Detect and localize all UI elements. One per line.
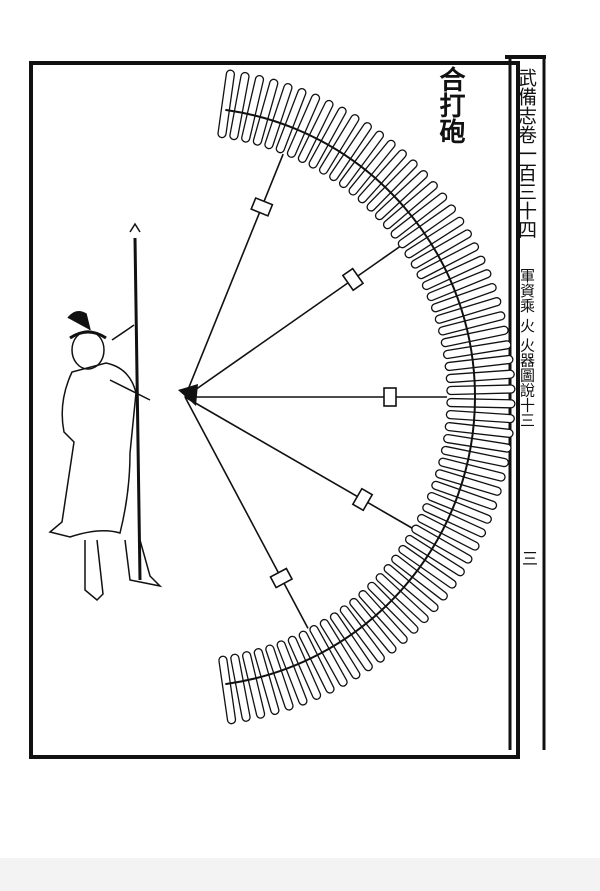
section-label: 軍資乘 火 火器圖說十三 — [518, 268, 536, 428]
rocket-tube — [443, 433, 512, 453]
fuse-lines — [184, 153, 447, 629]
rocket-tube — [367, 581, 419, 634]
rocket-tube — [416, 242, 480, 280]
rocket-tube — [404, 534, 465, 577]
rocket-tube — [416, 513, 480, 551]
rocket-tube-arc — [217, 69, 516, 725]
rocket-tube — [218, 655, 237, 725]
rocket-tube — [410, 229, 472, 269]
rocket-tube — [404, 216, 465, 259]
rocket-tube — [375, 573, 429, 624]
rocket-tube — [319, 618, 361, 680]
cannon — [351, 487, 374, 512]
rocket-tube — [383, 564, 439, 613]
rocket-tube — [390, 192, 448, 239]
rocket-tube — [349, 597, 397, 654]
rocket-tube — [329, 122, 372, 182]
cannon — [269, 567, 294, 589]
rocket-tube — [276, 640, 308, 706]
rocket-tube — [438, 457, 506, 482]
rocket-tube — [339, 605, 385, 663]
rocket-tube — [391, 554, 448, 601]
rocket-tube — [338, 130, 385, 189]
rocket-tube — [357, 149, 407, 204]
rocket-tube — [398, 544, 457, 589]
rocket-tube — [298, 630, 335, 694]
fuse-bundle — [178, 384, 198, 406]
spear-pole — [133, 237, 142, 581]
rocket-tube — [374, 170, 429, 221]
rocket-tube — [308, 106, 347, 169]
rocket-tube — [265, 644, 294, 711]
book-title: 武備志卷一百三十四 — [515, 68, 537, 239]
soldier-head — [71, 330, 105, 370]
rocket-tube — [252, 78, 279, 146]
rocket-tube — [440, 445, 509, 468]
cannon — [383, 387, 397, 407]
rocket-tube — [430, 282, 497, 313]
soldier-raised-arm — [111, 324, 135, 341]
helmet — [69, 330, 107, 340]
rocket-tube — [442, 340, 512, 360]
rocket-tube — [241, 651, 266, 719]
rocket-tube — [446, 397, 516, 409]
rocket-tube — [444, 422, 514, 438]
rocket-tube — [434, 469, 502, 496]
rocket-tube — [358, 590, 408, 644]
soldier-leg-right — [124, 539, 163, 588]
rocket-tube — [397, 204, 457, 249]
rocket-tube — [445, 369, 515, 384]
cannon — [250, 196, 274, 217]
rocket-tube — [297, 99, 334, 163]
rocket-tube — [411, 524, 473, 564]
rocket-tube — [446, 384, 516, 396]
page-frame — [29, 61, 520, 759]
scan-bottom-strip — [0, 858, 600, 891]
rocket-tube — [366, 159, 418, 212]
rocket-tube — [275, 88, 307, 154]
rocket-tube — [426, 491, 492, 524]
soldier-figure — [48, 222, 163, 602]
rocket-tube — [309, 624, 348, 687]
rocket-tube — [382, 181, 438, 230]
rocket-tube — [287, 635, 322, 700]
soldier-arm — [109, 379, 151, 401]
fuse-line — [184, 396, 309, 629]
soldier-leg-left — [84, 539, 104, 602]
illustration-title: 合打砲 — [435, 66, 465, 144]
rocket-tube — [329, 612, 373, 672]
page-number: 三 — [519, 550, 538, 566]
fuse-line — [184, 396, 413, 529]
rocket-tube — [230, 653, 251, 722]
rocket-tube — [217, 69, 236, 139]
rocket-tube — [264, 83, 293, 150]
fuse-line — [184, 153, 284, 398]
rocket-tube — [422, 503, 487, 538]
rocket-tube — [241, 74, 265, 143]
helmet-plume — [67, 311, 91, 331]
rocket-tube — [421, 255, 486, 291]
rocket-tube — [437, 311, 506, 336]
rocket-tube — [229, 71, 250, 141]
soldier-robe — [48, 362, 137, 538]
rocket-tube — [318, 114, 360, 175]
rocket-tube — [431, 480, 498, 510]
rocket-tube — [253, 648, 280, 716]
cannon — [341, 267, 365, 292]
binding-cord — [225, 108, 476, 686]
spear-tip — [129, 222, 141, 233]
fuse-line — [184, 246, 401, 398]
rocket-tube — [286, 93, 321, 158]
rocket-tube — [445, 409, 515, 424]
rocket-tube — [348, 139, 396, 196]
rocket-tube — [444, 354, 514, 372]
rocket-tube — [426, 269, 492, 302]
rocket-tube — [434, 297, 502, 324]
rocket-tube — [440, 325, 509, 348]
